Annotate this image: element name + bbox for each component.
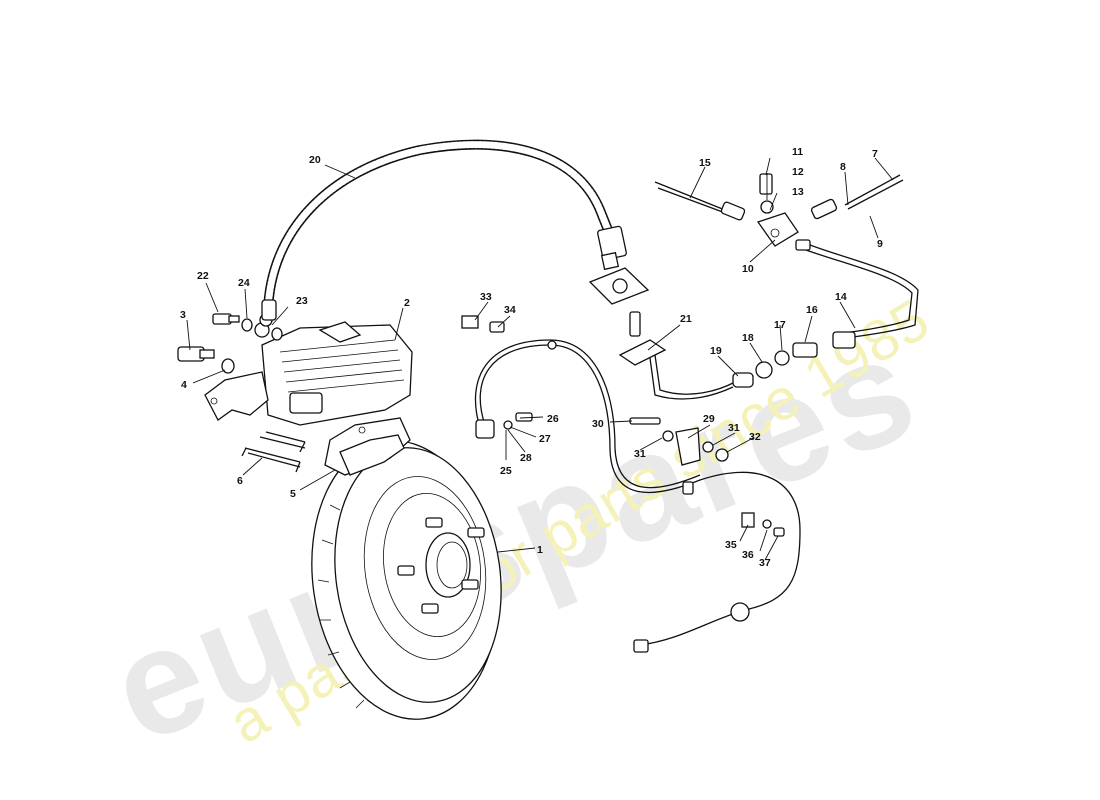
callout-22: 22 — [197, 270, 209, 282]
wheel-studs — [397, 517, 485, 614]
callout-leaders — [186, 157, 894, 561]
brake-disc — [311, 440, 502, 720]
brake-pads — [324, 417, 411, 476]
hose-bracket-plate — [588, 267, 667, 366]
caliper-bracket — [177, 313, 283, 421]
flexible-brake-hose — [261, 139, 627, 321]
callout-4: 4 — [181, 379, 187, 391]
callout-6: 6 — [237, 475, 243, 487]
callout-12: 12 — [792, 166, 804, 178]
callout-7: 7 — [872, 148, 878, 160]
callout-19: 19 — [710, 345, 722, 357]
callout-1: 1 — [537, 544, 543, 556]
callout-2: 2 — [404, 297, 410, 309]
callout-26: 26 — [547, 413, 559, 425]
callout-21: 21 — [680, 313, 692, 325]
brake-pipe-junction — [756, 173, 811, 251]
wheel-speed-sensor — [474, 339, 801, 653]
callout-9: 9 — [877, 238, 883, 250]
callout-13: 13 — [792, 186, 804, 198]
callout-34: 34 — [504, 304, 516, 316]
callout-36: 36 — [742, 549, 754, 561]
callout-11: 11 — [792, 146, 803, 158]
callout-8: 8 — [840, 161, 846, 173]
callout-labels: 1 2 3 4 5 6 7 8 9 10 11 12 13 14 15 16 1… — [180, 146, 883, 569]
sensor-fixings — [461, 315, 785, 537]
callout-27: 27 — [539, 433, 551, 445]
callout-10: 10 — [742, 263, 754, 275]
callout-37: 37 — [759, 557, 771, 569]
callout-5: 5 — [290, 488, 296, 500]
callout-18: 18 — [742, 332, 754, 344]
rigid-brake-pipes — [649, 174, 919, 400]
callout-24: 24 — [238, 277, 250, 289]
callout-33: 33 — [480, 291, 492, 303]
callout-17: 17 — [774, 319, 786, 331]
anti-rattle-clips — [241, 431, 306, 473]
callout-31-left: 31 — [634, 448, 646, 460]
callout-32: 32 — [749, 431, 761, 443]
callout-29: 29 — [703, 413, 715, 425]
callout-30: 30 — [592, 418, 604, 430]
callout-25: 25 — [500, 465, 512, 477]
callout-14: 14 — [835, 291, 847, 303]
callout-23: 23 — [296, 295, 308, 307]
callout-15: 15 — [699, 157, 711, 169]
callout-20: 20 — [309, 154, 321, 166]
callout-16: 16 — [806, 304, 818, 316]
watermark: eurospares a passion for parts since 198… — [89, 286, 941, 774]
callout-28: 28 — [520, 452, 532, 464]
callout-35: 35 — [725, 539, 737, 551]
callout-3: 3 — [180, 309, 186, 321]
pipe-unions — [732, 331, 856, 388]
callout-31-right: 31 — [728, 422, 740, 434]
